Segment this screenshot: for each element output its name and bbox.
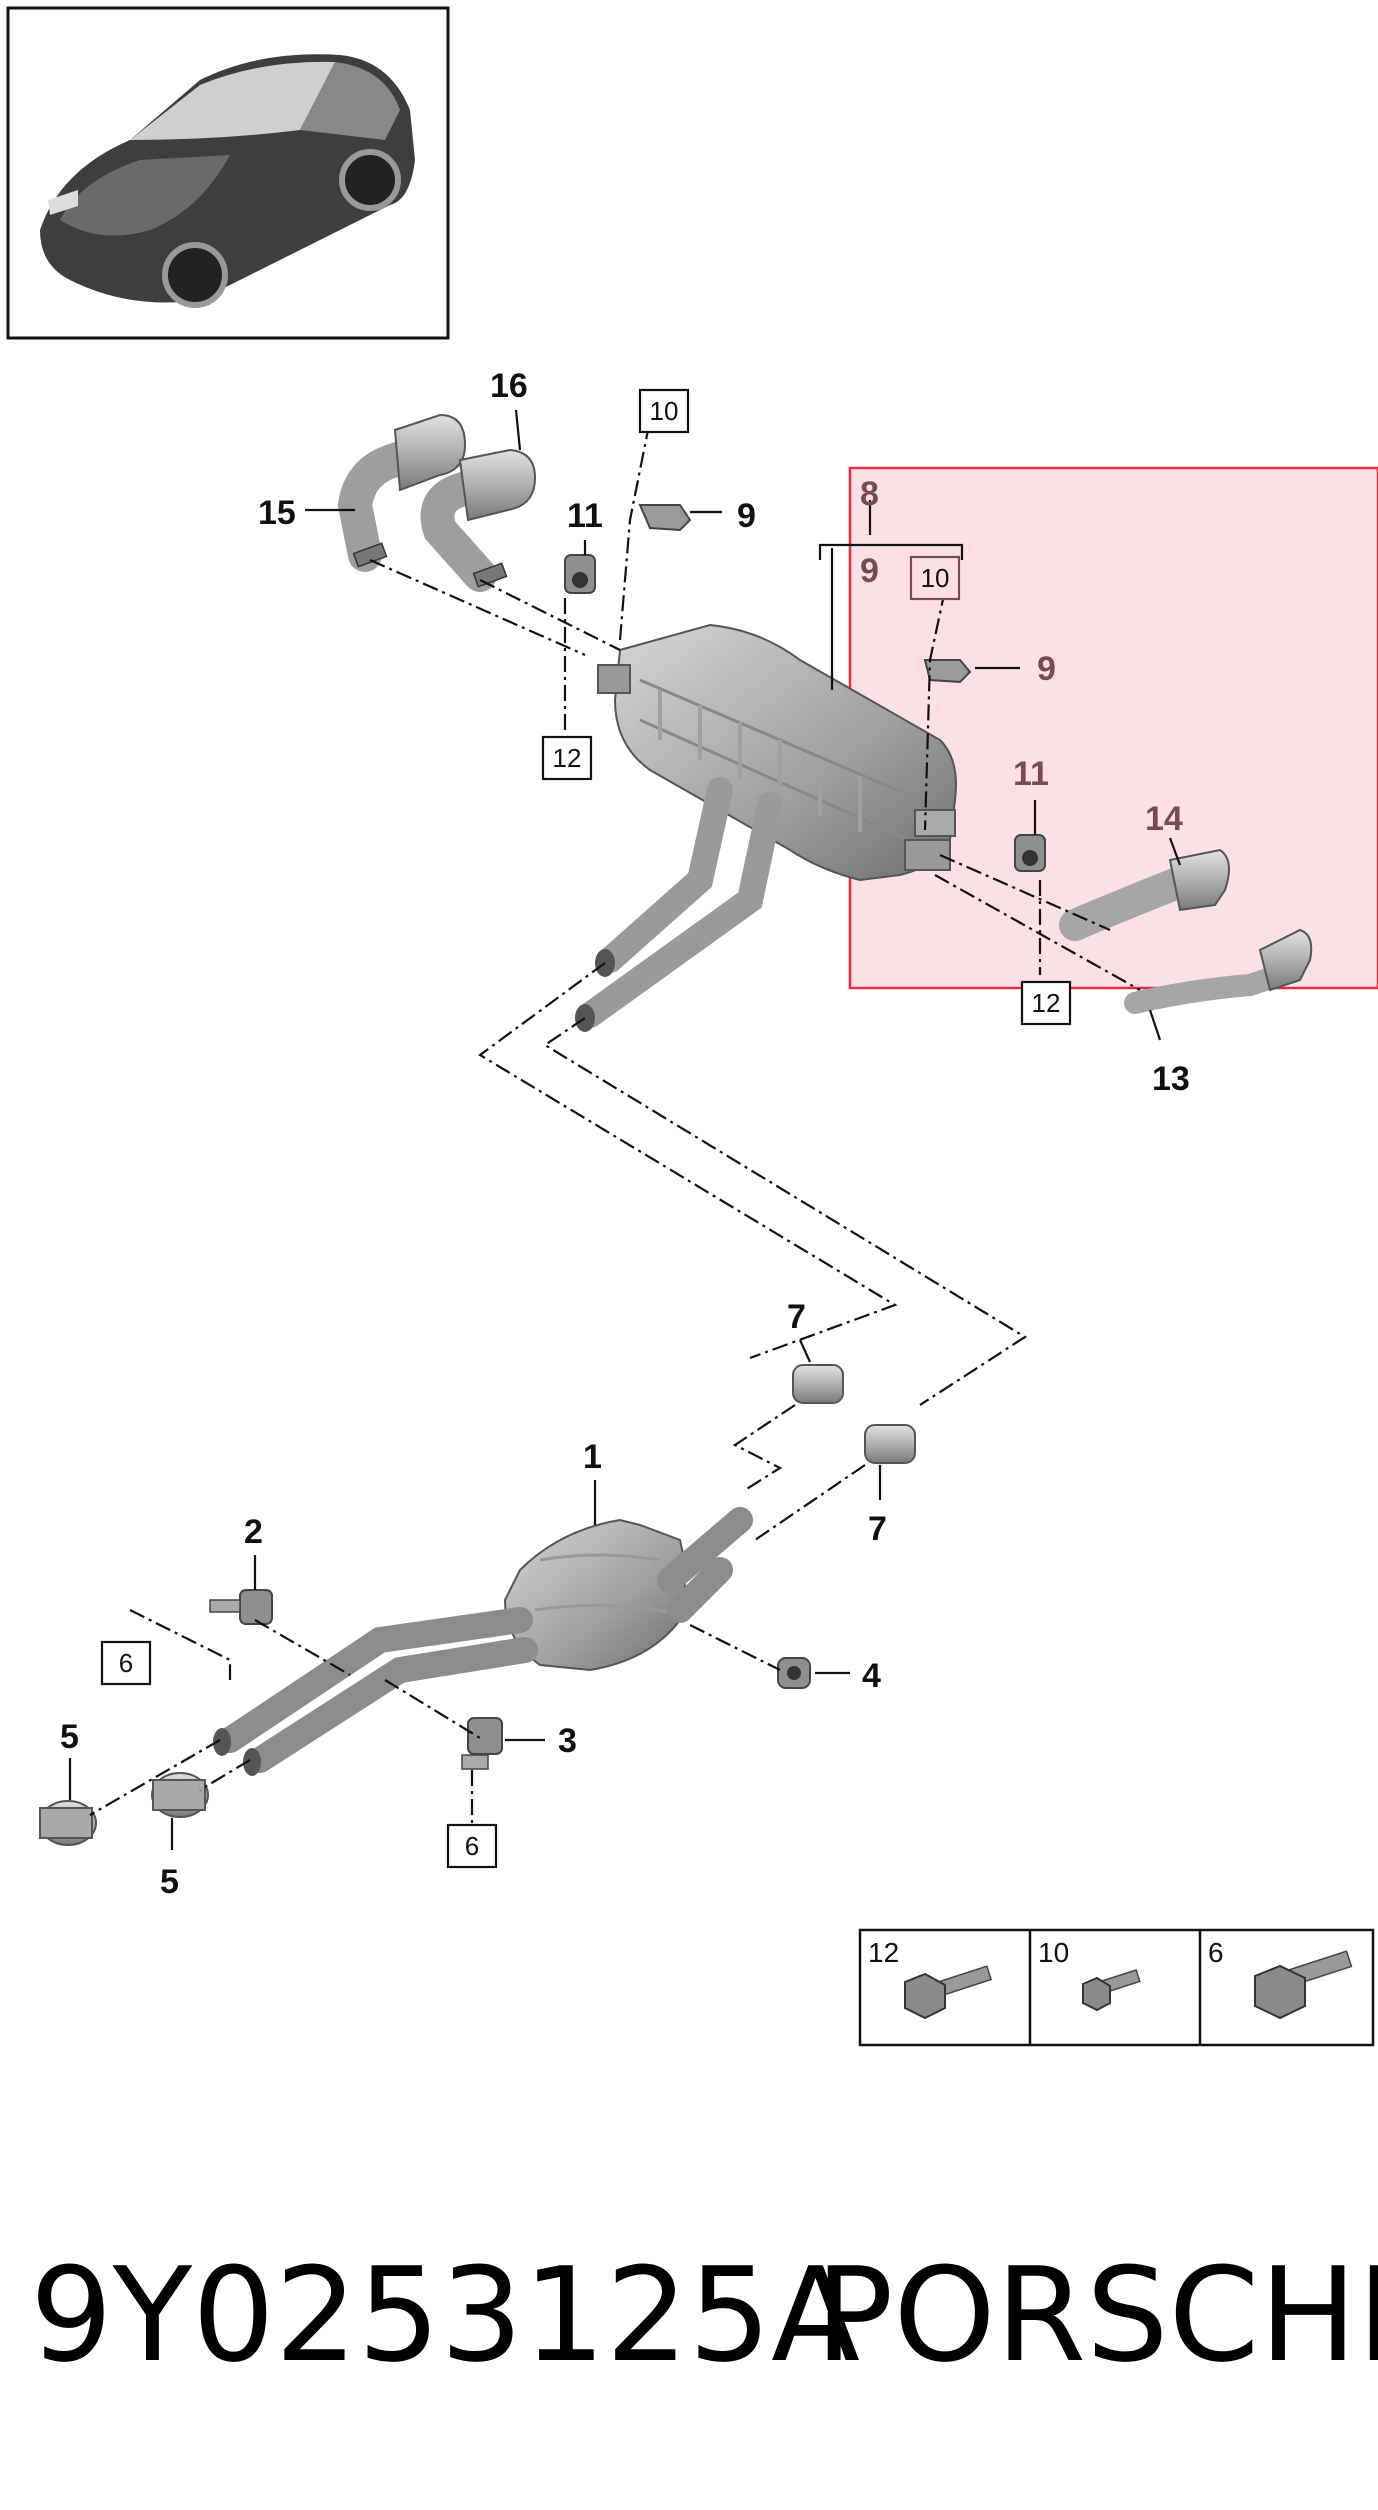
rear-silencer [575, 623, 957, 1032]
callout-9-highlight[interactable]: 9 [1037, 650, 1056, 688]
vehicle-thumbnail [6, 6, 450, 340]
callout-16[interactable]: 16 [490, 367, 528, 405]
callout-13[interactable]: 13 [1152, 1060, 1190, 1098]
clamp-7-lower [864, 1424, 916, 1464]
hanger-4 [777, 1657, 811, 1689]
caption: 9Y0253125A PORSCHE [30, 2239, 1378, 2391]
leader-lines [68, 409, 1182, 1850]
short-flange-bolt-icon [1082, 1968, 1141, 2012]
hanger-2 [209, 1589, 273, 1625]
callout-labels: 16 15 11 9 8 9 9 11 14 13 7 7 1 2 3 4 5 … [60, 367, 1190, 1901]
clamp-7-upper [792, 1364, 844, 1404]
callout-5-left[interactable]: 5 [60, 1718, 79, 1756]
boxed-ref-12-bottom[interactable]: 12 [1032, 988, 1061, 1018]
mount-bracket-9-highlight [923, 659, 972, 684]
hanger-3 [461, 1717, 503, 1770]
callout-8[interactable]: 8 [860, 475, 879, 513]
callout-3[interactable]: 3 [558, 1722, 577, 1760]
large-flange-bolt-icon [1254, 1950, 1353, 2020]
tailpipe-14 [1059, 848, 1230, 941]
callout-15[interactable]: 15 [258, 494, 296, 532]
assembly-lines [89, 394, 1141, 1830]
mount-bracket-9-top [638, 504, 692, 532]
suv-car-icon [40, 54, 415, 308]
rubber-mount-11-highlight [1014, 834, 1046, 872]
long-flange-bolt-icon [904, 1965, 993, 2020]
boxed-ref-6-left[interactable]: 6 [119, 1648, 133, 1678]
legend-ref-6: 6 [1208, 1937, 1224, 1968]
clamp-5-right [151, 1772, 209, 1818]
tailpipe-13 [1124, 928, 1313, 1014]
callout-4[interactable]: 4 [862, 1657, 881, 1695]
clamp-5-left [39, 1800, 97, 1846]
boxed-ref-10-top[interactable]: 10 [650, 396, 679, 426]
part-number: 9Y0253125A [30, 2239, 860, 2391]
brand-name: PORSCHE [815, 2239, 1378, 2391]
callout-7-upper[interactable]: 7 [787, 1298, 806, 1336]
callout-2[interactable]: 2 [244, 1513, 263, 1551]
callout-11-highlight[interactable]: 11 [1013, 755, 1049, 793]
callout-7-lower[interactable]: 7 [868, 1510, 887, 1548]
legend-ref-12: 12 [868, 1937, 899, 1968]
callout-1[interactable]: 1 [583, 1438, 602, 1476]
tailpipe-16 [420, 448, 537, 592]
callout-14[interactable]: 14 [1145, 800, 1183, 838]
boxed-ref-6-bottom[interactable]: 6 [465, 1831, 479, 1861]
rubber-mount-11-top [564, 554, 596, 594]
boxed-references: 10 12 10 12 6 6 [100, 388, 1072, 1869]
front-silencer-1 [213, 1507, 753, 1776]
boxed-ref-10-highlight[interactable]: 10 [921, 563, 950, 593]
callout-9-group[interactable]: 9 [860, 552, 879, 590]
legend-ref-10: 10 [1038, 1937, 1069, 1968]
boxed-ref-12-top[interactable]: 12 [553, 743, 582, 773]
callout-9-top[interactable]: 9 [737, 497, 756, 535]
fastener-legend: 12 10 6 [858, 1928, 1375, 2047]
callout-5-right[interactable]: 5 [160, 1863, 179, 1901]
callout-11-top[interactable]: 11 [567, 497, 603, 535]
